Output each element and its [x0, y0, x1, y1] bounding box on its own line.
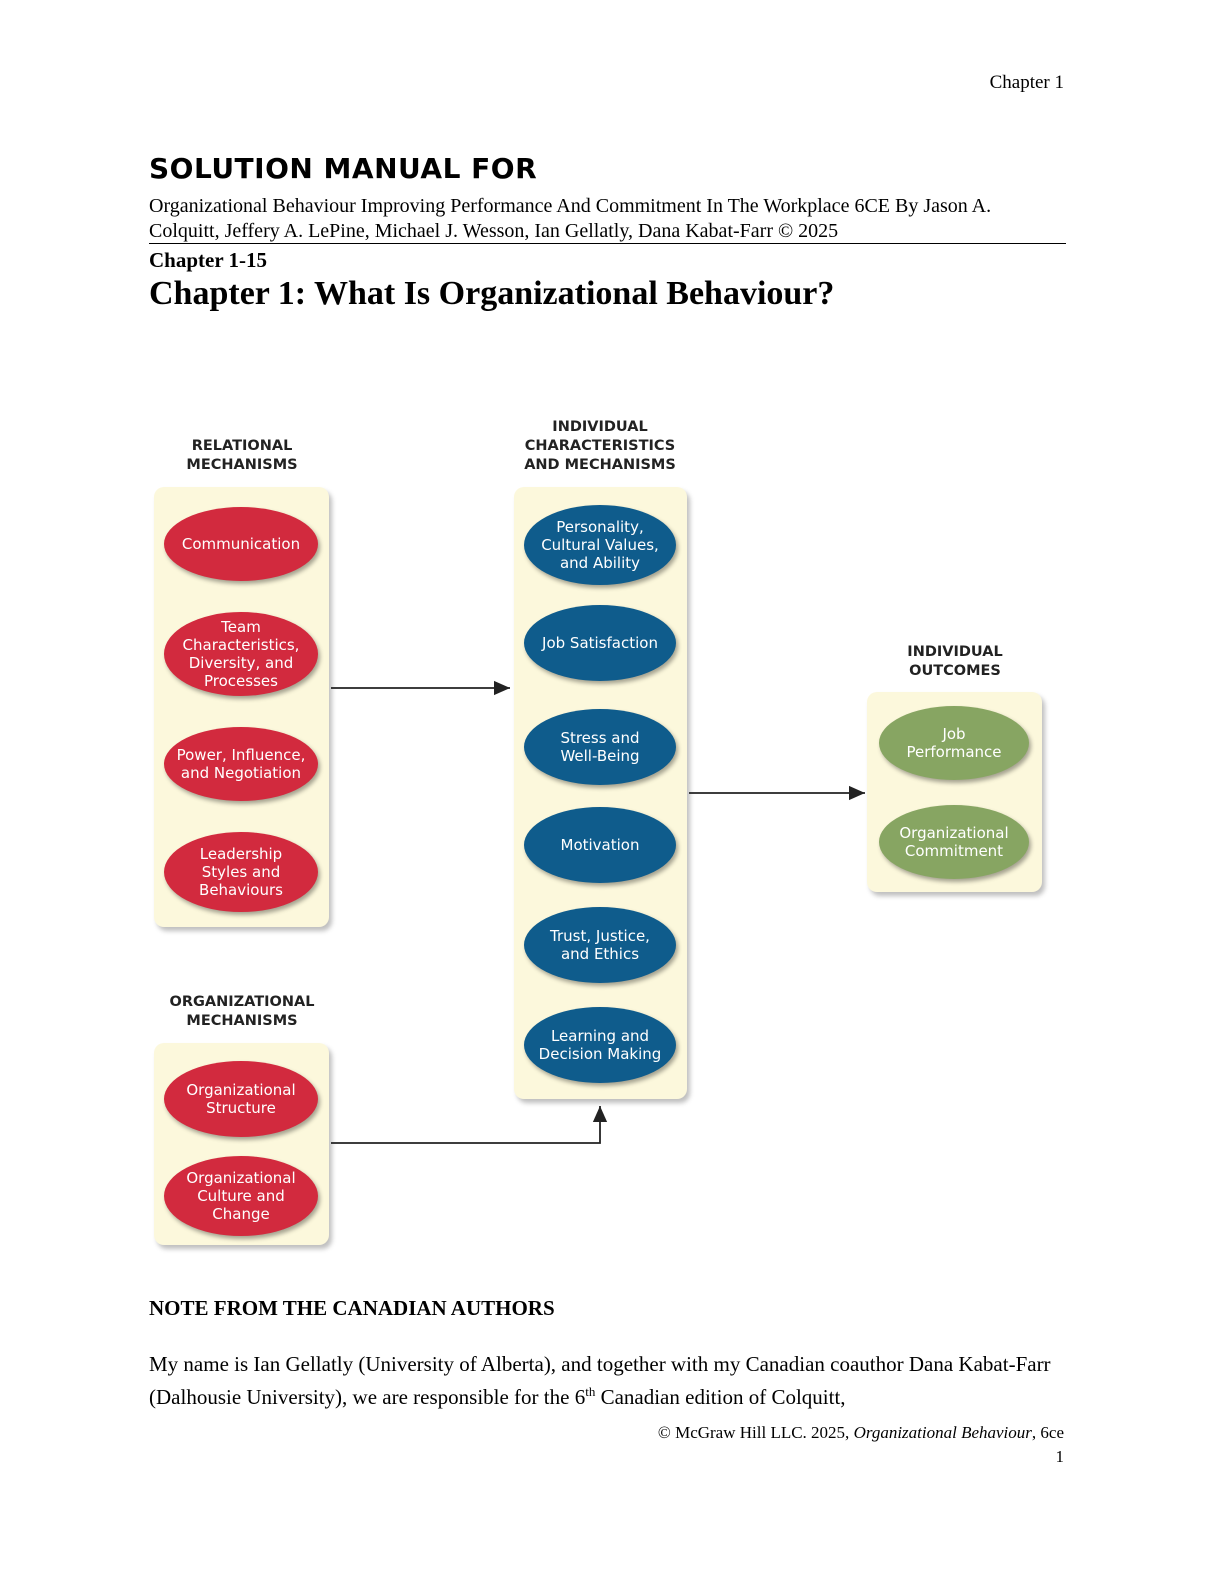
oval-communication: Communication: [164, 507, 318, 581]
footer-copyright: © McGraw Hill LLC. 2025, Organizational …: [658, 1423, 1064, 1443]
oval-team-characteristics: Team Characteristics, Diversity, and Pro…: [164, 612, 318, 696]
oval-learning-decision: Learning and Decision Making: [524, 1007, 676, 1083]
footer-copyright-prefix: © McGraw Hill LLC. 2025,: [657, 1423, 854, 1442]
oval-leadership: Leadership Styles and Behaviours: [164, 832, 318, 912]
individual-characteristics-title: INDIVIDUAL CHARACTERISTICS AND MECHANISM…: [524, 419, 676, 473]
organizational-mechanisms-panel: Organizational Structure Organizational …: [154, 1043, 329, 1245]
footer-copyright-suffix: , 6ce: [1031, 1423, 1064, 1442]
footer-book-title: Organizational Behaviour: [853, 1423, 1032, 1442]
individual-outcomes-panel: Job Performance Organizational Commitmen…: [867, 692, 1042, 892]
note-text-part1: My name is Ian Gellatly (University of A…: [149, 1352, 1051, 1409]
running-header: Chapter 1: [989, 72, 1064, 93]
oval-power-influence: Power, Influence, and Negotiation: [164, 727, 318, 801]
organizational-mechanisms-title: ORGANIZATIONAL MECHANISMS: [169, 994, 315, 1029]
oval-job-satisfaction: Job Satisfaction: [524, 605, 676, 681]
oval-organizational-structure: Organizational Structure: [164, 1061, 318, 1137]
individual-characteristics-panel: Personality, Cultural Values, and Abilit…: [514, 487, 687, 1099]
chapter-range: Chapter 1-15: [149, 248, 268, 272]
note-superscript: th: [585, 1384, 596, 1399]
oval-stress-wellbeing: Stress and Well-Being: [524, 709, 676, 785]
oval-organizational-commitment: Organizational Commitment: [879, 805, 1029, 879]
oval-job-performance: Job Performance: [879, 706, 1029, 780]
relational-mechanisms-panel: Communication Team Characteristics, Dive…: [154, 487, 329, 927]
solution-manual-title: SOLUTION MANUAL FOR: [149, 152, 538, 185]
individual-outcomes-title: INDIVIDUAL OUTCOMES: [907, 644, 1003, 679]
oval-motivation: Motivation: [524, 807, 676, 883]
book-title: Organizational Behaviour Improving Perfo…: [149, 195, 992, 242]
note-text-part2: Canadian edition of Colquitt,: [595, 1385, 846, 1409]
note-paragraph: My name is Ian Gellatly (University of A…: [149, 1350, 1069, 1411]
oval-personality: Personality, Cultural Values, and Abilit…: [524, 505, 676, 585]
relational-mechanisms-title: RELATIONAL MECHANISMS: [186, 438, 298, 473]
oval-organizational-culture: Organizational Culture and Change: [164, 1156, 318, 1236]
page-number: 1: [1055, 1447, 1065, 1466]
chapter-heading: Chapter 1: What Is Organizational Behavi…: [149, 275, 835, 312]
title-divider: [149, 243, 1066, 244]
arrow-organizational-to-individual: [331, 1106, 608, 1144]
note-section-title: NOTE FROM THE CANADIAN AUTHORS: [149, 1296, 555, 1320]
oval-trust-justice-ethics: Trust, Justice, and Ethics: [524, 907, 676, 983]
